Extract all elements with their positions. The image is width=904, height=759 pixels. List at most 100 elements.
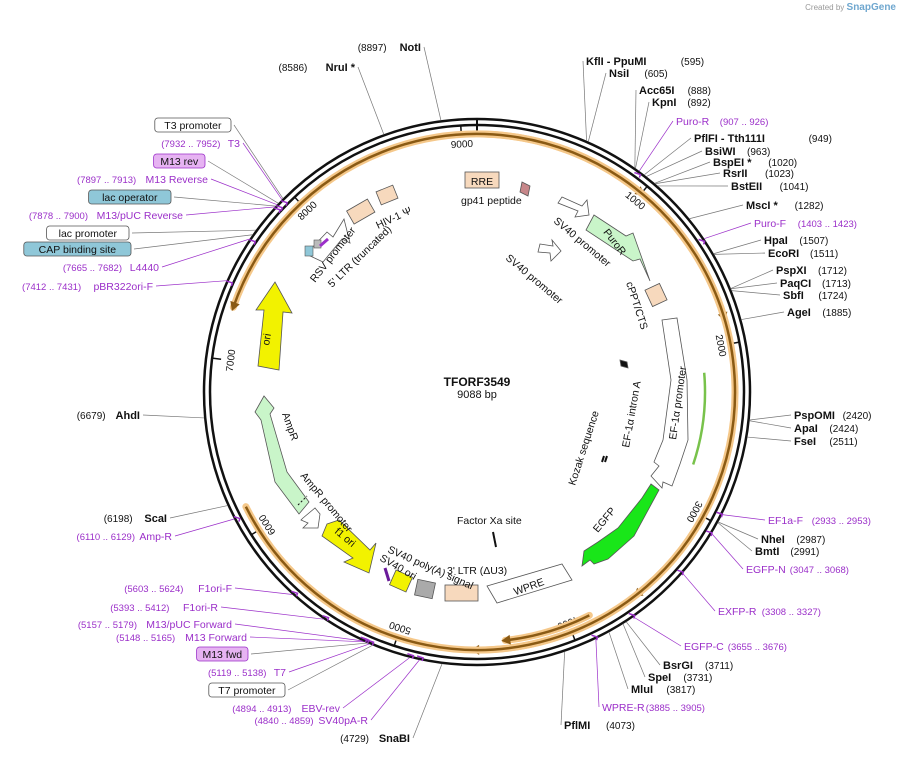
- site-position: (1507): [799, 236, 828, 247]
- primer-label: T3: [228, 138, 240, 150]
- site-leader: [155, 280, 227, 287]
- site-position: (3817): [666, 685, 695, 696]
- site-position: (7897 .. 7913): [77, 175, 136, 186]
- site-label: SbfI: [783, 290, 804, 302]
- site-leader: [288, 643, 370, 673]
- site-label: RsrII: [723, 168, 747, 180]
- primer-marker: [280, 199, 289, 206]
- feature-tag-label: M13 rev: [160, 156, 199, 168]
- primer-label: EF1a-F: [768, 515, 803, 527]
- primer-marker: [634, 171, 642, 178]
- feature-tag-box: [208, 682, 286, 698]
- sv40-ori-box: [388, 569, 414, 593]
- site-leader: [287, 644, 373, 691]
- site-label: NruI *: [326, 62, 356, 74]
- sv40-promoter-arrow-1: [557, 196, 590, 218]
- snapgene-logo: SnapGene: [846, 2, 896, 13]
- ampr-label: AmpR: [279, 411, 300, 443]
- sv40-ori-marker: [383, 567, 391, 582]
- ltr3-box: [444, 584, 479, 602]
- orf-arc-6-head: [230, 300, 240, 312]
- sv40-promoter-label-2: SV40 promoter: [503, 252, 565, 307]
- primer-label: T7: [274, 667, 286, 679]
- site-position: (2987): [796, 535, 825, 546]
- ef1a-arc: [691, 372, 707, 465]
- primer-label: EGFP-N: [746, 564, 786, 576]
- site-label: AgeI: [787, 307, 811, 319]
- site-leader: [207, 160, 279, 204]
- primer-marker: [291, 590, 299, 597]
- site-label: NotI: [400, 42, 421, 54]
- primer-label: WPRE-R: [602, 702, 645, 714]
- ori-arrow: [255, 281, 293, 371]
- site-leader: [718, 521, 759, 540]
- f1-ori-arrow: [321, 519, 377, 574]
- feature-tag-label: M13 fwd: [202, 649, 242, 661]
- primer-label: Puro-R: [676, 116, 710, 128]
- feature-tag-box: [196, 646, 249, 662]
- primer-marker: [273, 207, 282, 214]
- gp41-label: gp41 peptide: [461, 195, 522, 207]
- feature-tag-box: [46, 225, 130, 241]
- ef1a-intron-marker: [619, 359, 629, 369]
- lac-promoter-marker: [313, 239, 322, 249]
- ef1a-promoter-arrow: [650, 317, 689, 489]
- ltr3-label: 3' LTR (ΔU3): [447, 565, 507, 577]
- egfp-cds: [581, 483, 660, 567]
- site-leader: [682, 572, 716, 612]
- sv40-polya-box: [414, 578, 436, 600]
- site-position: (1403 .. 1423): [798, 219, 857, 230]
- site-position: (1282): [795, 201, 824, 212]
- site-label: BspEI *: [713, 157, 752, 169]
- site-label: PspOMI: [794, 410, 835, 422]
- site-label: HpaI: [764, 235, 788, 247]
- site-leader: [730, 282, 778, 290]
- feature-tag-label: lac promoter: [59, 228, 118, 240]
- hiv-psi-box: [375, 184, 399, 206]
- site-position: (8586): [278, 63, 307, 74]
- primer-marker: [677, 569, 685, 576]
- site-leader: [608, 632, 629, 690]
- site-position: (3655 .. 3676): [728, 642, 787, 653]
- site-position: (1724): [818, 291, 847, 302]
- tick-label: 7000: [225, 348, 239, 372]
- site-leader: [633, 616, 682, 647]
- site-leader: [131, 229, 256, 234]
- feature-tag-label: T3 promoter: [164, 120, 222, 132]
- site-label: PflFI - Tth111I: [694, 133, 765, 145]
- site-label: NsiI: [609, 68, 629, 80]
- site-leader: [643, 137, 692, 176]
- site-position: (3047 .. 3068): [790, 565, 849, 576]
- m13-rev-marker: [319, 237, 329, 248]
- backbone-outer-ring: [202, 117, 752, 667]
- site-label: BstEII: [731, 181, 762, 193]
- site-position: (888): [688, 86, 711, 97]
- site-position: (4073): [606, 721, 635, 732]
- site-leader: [713, 239, 762, 255]
- site-leader: [711, 533, 744, 570]
- site-position: (3885 .. 3905): [646, 703, 705, 714]
- site-position: (1885): [822, 308, 851, 319]
- primer-label: M13 Forward: [185, 632, 247, 644]
- rre-box: [464, 171, 500, 189]
- site-leader: [717, 522, 753, 552]
- site-leader: [646, 150, 703, 177]
- factor-xa-label: Factor Xa site: [457, 515, 522, 527]
- site-position: (949): [809, 134, 832, 145]
- cppt-label: cPPT/CTS: [623, 280, 650, 331]
- site-label: AhdI: [116, 410, 140, 422]
- feature-tag-box: [23, 241, 132, 257]
- site-position: (892): [687, 98, 710, 109]
- gp41-peptide-marker: [519, 181, 531, 197]
- site-position: (7412 .. 7431): [22, 282, 81, 293]
- site-position: (8897): [358, 43, 387, 54]
- site-leader: [635, 101, 650, 169]
- rre-label: RRE: [471, 176, 493, 188]
- primer-label: F1ori-R: [183, 602, 218, 614]
- site-position: (1712): [818, 266, 847, 277]
- primer-marker: [698, 238, 706, 245]
- site-position: (1511): [810, 249, 838, 260]
- site-label: PaqCI: [780, 278, 811, 290]
- primer-marker: [276, 204, 284, 211]
